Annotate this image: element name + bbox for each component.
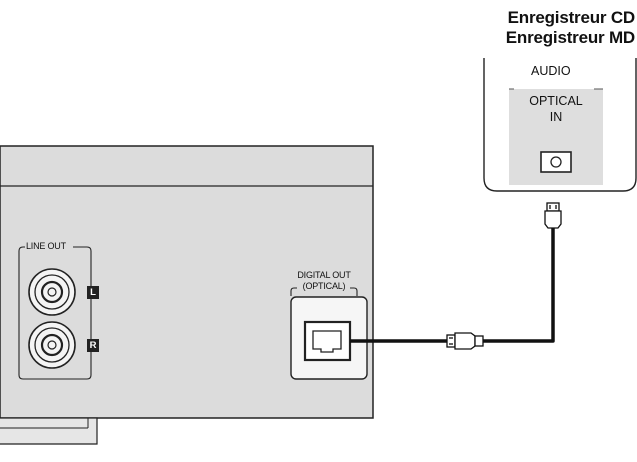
audio-group-label: AUDIO	[531, 64, 571, 78]
optical-in-label-line1: OPTICAL	[529, 94, 583, 108]
line-out-label: LINE OUT	[26, 241, 66, 251]
line-out-bracket	[18, 246, 92, 380]
optical-cable	[350, 228, 555, 343]
recorder-title-line1: Enregistreur CD	[507, 8, 636, 27]
rca-jack-left	[28, 268, 76, 316]
rca-jack-right	[28, 321, 76, 369]
optical-out-port	[290, 296, 368, 380]
digital-out-label-line1: DIGITAL OUT	[297, 270, 351, 280]
recorder-title-line2: Enregistreur MD	[505, 28, 635, 47]
digital-out-bracket	[290, 287, 358, 296]
digital-out-label-line2: (OPTICAL)	[302, 281, 346, 291]
optical-plug-horizontal	[446, 332, 484, 350]
optical-in-port	[540, 151, 572, 173]
right-channel-badge: R	[87, 339, 99, 352]
optical-in-label-line2: IN	[549, 110, 563, 124]
optical-plug-vertical	[544, 202, 562, 229]
left-channel-badge: L	[87, 286, 99, 299]
